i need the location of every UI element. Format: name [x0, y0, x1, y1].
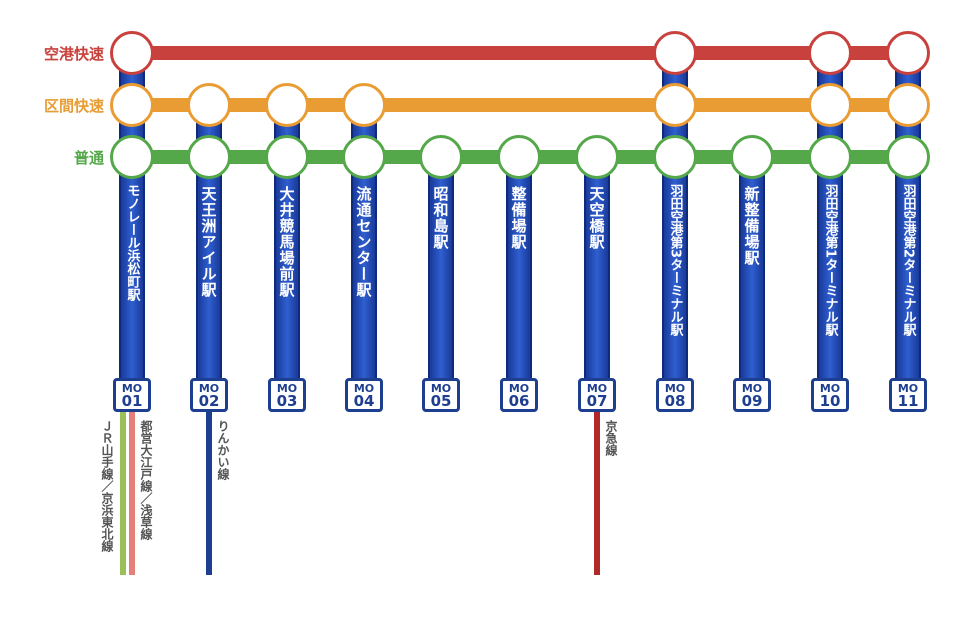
stop-circle[interactable] [110, 135, 154, 179]
stop-circle[interactable] [653, 83, 697, 127]
station-name: 天空橋駅 [587, 186, 606, 250]
badge-prefix: MO [198, 382, 220, 395]
stop-circle[interactable] [342, 135, 386, 179]
stop-circle[interactable] [575, 135, 619, 179]
badge-prefix: MO [276, 382, 298, 395]
station-name: 昭和島駅 [431, 186, 450, 250]
badge-prefix: MO [741, 382, 763, 395]
station-bar[interactable] [584, 157, 610, 382]
service-label-2: 普通 [73, 149, 104, 167]
stop-circle[interactable] [265, 135, 309, 179]
badge-prefix: MO [897, 382, 919, 395]
station-name: 羽田空港第1ターミナル駅 [822, 184, 838, 337]
station-name: 天王洲アイル駅 [199, 186, 218, 298]
badge-number: 09 [741, 392, 763, 410]
badge-number: 07 [586, 392, 608, 410]
stop-circle[interactable] [419, 135, 463, 179]
service-line-0 [132, 46, 908, 60]
badge-prefix: MO [664, 382, 686, 395]
badge-prefix: MO [430, 382, 452, 395]
stop-circle[interactable] [808, 83, 852, 127]
station-name: モノレール浜松町駅 [124, 184, 140, 301]
station-name: 新整備場駅 [742, 186, 761, 266]
stop-circle[interactable] [342, 83, 386, 127]
stop-circle[interactable] [808, 135, 852, 179]
transfer-label: 京急線 [604, 420, 618, 456]
station-bar[interactable] [428, 157, 454, 382]
service-label-0: 空港快速 [43, 45, 104, 63]
stop-circle[interactable] [808, 31, 852, 75]
transfer-line [206, 412, 212, 575]
stop-circle[interactable] [730, 135, 774, 179]
stop-circle[interactable] [886, 31, 930, 75]
badge-prefix: MO [121, 382, 143, 395]
stop-circle[interactable] [497, 135, 541, 179]
transfer-line [129, 412, 135, 575]
station-bar[interactable] [506, 157, 532, 382]
badge-number: 02 [198, 392, 220, 410]
station-name: 大井競馬場前駅 [277, 186, 296, 298]
badge-number: 06 [508, 392, 530, 410]
station-name: 羽田空港第3ターミナル駅 [667, 184, 683, 337]
badge-prefix: MO [353, 382, 375, 395]
stop-circle[interactable] [886, 83, 930, 127]
badge-prefix: MO [586, 382, 608, 395]
station-bar[interactable] [739, 157, 765, 382]
stop-circle[interactable] [653, 135, 697, 179]
service-label-1: 区間快速 [43, 97, 104, 115]
service-line-1 [132, 98, 908, 112]
station-name: 羽田空港第2ターミナル駅 [900, 184, 916, 337]
stop-circle[interactable] [265, 83, 309, 127]
badge-number: 10 [819, 392, 841, 410]
badge-number: 08 [664, 392, 686, 410]
stop-circle[interactable] [653, 31, 697, 75]
stop-circle[interactable] [110, 83, 154, 127]
badge-prefix: MO [508, 382, 530, 395]
transfer-label: りんかい線 [216, 420, 230, 480]
transfer-label: 都営大江戸線／浅草線 [139, 420, 153, 540]
stop-circle[interactable] [187, 83, 231, 127]
stop-circle[interactable] [110, 31, 154, 75]
stop-circle[interactable] [886, 135, 930, 179]
station-name: 流通センター駅 [354, 186, 373, 298]
badge-number: 03 [276, 392, 298, 410]
stop-circle[interactable] [187, 135, 231, 179]
badge-number: 11 [897, 392, 919, 410]
badge-number: 01 [121, 392, 143, 410]
station-name: 整備場駅 [509, 186, 528, 250]
badge-number: 04 [353, 392, 375, 410]
badge-number: 05 [430, 392, 452, 410]
transfer-line [120, 412, 126, 575]
transfer-label: ＪＲ山手線／京浜東北線 [100, 420, 114, 552]
transfer-line [594, 412, 600, 575]
badge-prefix: MO [819, 382, 841, 395]
